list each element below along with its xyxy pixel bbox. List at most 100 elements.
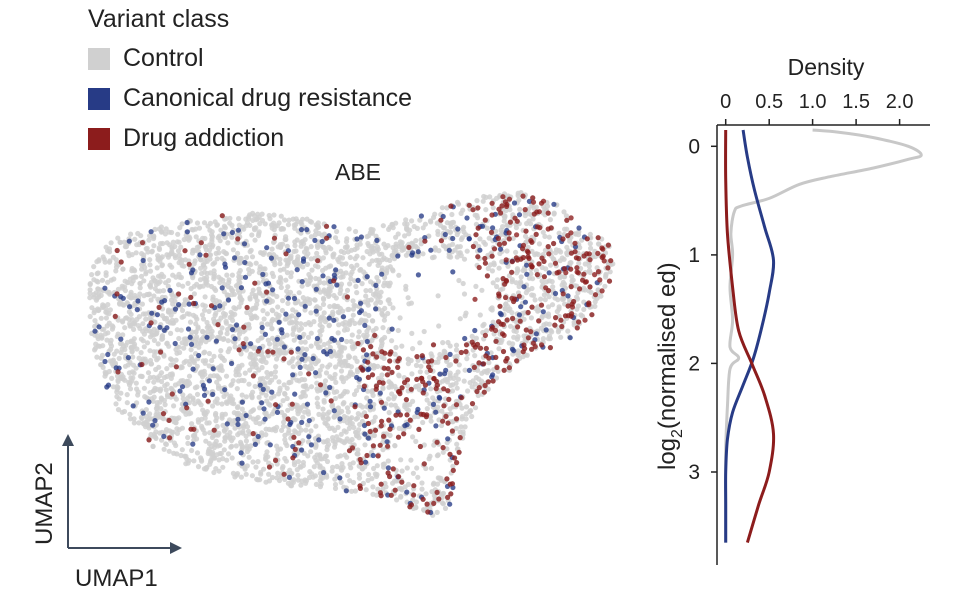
umap-point-control — [542, 233, 548, 239]
umap-point-control — [193, 314, 199, 320]
umap-point-control — [224, 457, 230, 463]
umap-point-control — [285, 300, 291, 306]
umap-points-layer — [87, 190, 616, 518]
umap-point-control — [177, 225, 183, 231]
umap-point-control — [428, 418, 434, 424]
umap-title: ABE — [335, 159, 381, 185]
umap-point-control — [363, 487, 369, 493]
umap-point-control — [457, 316, 463, 322]
umap-point-control — [330, 464, 336, 470]
umap-point-control — [131, 420, 137, 426]
umap-point-control — [588, 245, 594, 251]
umap-point-control — [179, 221, 185, 227]
legend-swatch-addiction — [88, 127, 110, 150]
umap-point-control — [202, 294, 208, 300]
umap-point-control — [488, 306, 494, 312]
umap-point-control — [462, 424, 468, 430]
umap-point-control — [513, 249, 519, 255]
umap-point-control — [338, 368, 345, 374]
umap-point-control — [141, 385, 147, 391]
umap-point-control — [176, 335, 182, 342]
umap-point-control — [275, 451, 281, 457]
density-ylabel-rest: (normalised ed) — [654, 262, 681, 429]
legend-item-addiction: Drug addiction — [88, 124, 284, 153]
umap-point-control — [250, 459, 256, 465]
umap-point-control — [316, 411, 322, 417]
umap-point-control — [98, 315, 104, 321]
density-ytick-label: 1 — [688, 244, 700, 267]
umap-point-control — [418, 363, 424, 369]
umap-point-control — [344, 338, 350, 345]
umap-point-control — [141, 344, 147, 350]
umap-point-control — [424, 397, 430, 403]
umap-point-control — [104, 337, 110, 343]
umap-point-control — [558, 334, 564, 340]
umap-point-control — [483, 207, 489, 213]
umap-point-control — [477, 312, 483, 318]
umap-point-control — [354, 262, 360, 268]
umap-point-control — [223, 215, 229, 222]
umap-point-control — [528, 315, 535, 321]
umap-point-control — [249, 473, 255, 479]
umap-point-control — [243, 438, 249, 444]
umap-point-control — [385, 458, 391, 464]
umap-point-control — [152, 226, 158, 232]
umap-point-control — [178, 327, 184, 333]
umap-point-control — [379, 372, 385, 378]
umap-point-control — [266, 471, 272, 477]
umap-point-control — [460, 280, 466, 287]
umap-point-control — [131, 370, 137, 376]
umap-point-control — [439, 422, 445, 429]
umap-point-control — [146, 237, 152, 243]
umap-point-control — [211, 353, 217, 359]
density-xtick-label: 1.0 — [799, 91, 827, 113]
addiction-density-line — [724, 129, 776, 544]
umap-point-control — [213, 466, 219, 472]
density-xlabel: Density — [788, 54, 865, 80]
umap-point-control — [298, 321, 304, 327]
umap-point-control — [332, 364, 339, 370]
umap-point-control — [345, 409, 351, 415]
umap-point-control — [539, 278, 545, 284]
umap-point-control — [141, 278, 147, 284]
umap-point-control — [462, 367, 468, 373]
umap-point-control — [290, 331, 296, 337]
umap-point-control — [277, 256, 283, 262]
umap-point-control — [106, 368, 112, 375]
umap-point-control — [500, 286, 506, 292]
umap-point-control — [311, 464, 317, 470]
umap-point-control — [314, 250, 320, 256]
density-ylabel-main: log — [654, 438, 681, 470]
density-xtick-label: 1.5 — [842, 91, 870, 113]
legend-title: Variant class — [88, 5, 230, 33]
legend-item-control: Control — [88, 44, 204, 73]
legend-item-canonical: Canonical drug resistance — [88, 84, 412, 113]
density-xtick-label: 2.0 — [886, 91, 914, 113]
umap-point-control — [305, 334, 311, 340]
umap-point-control — [556, 230, 562, 236]
umap-point-control — [220, 464, 226, 470]
density-ytick-label: 0 — [688, 135, 700, 158]
umap-point-control — [144, 340, 151, 346]
umap-point-control — [308, 330, 314, 336]
umap-point-control — [224, 331, 230, 337]
umap-point-control — [258, 471, 264, 477]
umap-point-control — [108, 240, 114, 246]
umap-point-control — [386, 410, 392, 416]
umap-point-control — [532, 297, 538, 303]
density-lines — [724, 128, 923, 544]
umap-point-control — [490, 280, 496, 286]
umap-point-control — [276, 220, 282, 226]
legend-label-control: Control — [123, 44, 204, 72]
umap-point-control — [224, 272, 230, 278]
density-ytick-label: 2 — [688, 352, 700, 375]
umap-point-control — [285, 407, 291, 413]
umap-point-control — [454, 441, 460, 447]
umap-point-control — [335, 405, 341, 411]
umap-point-control — [201, 307, 208, 313]
umap-point-control — [138, 273, 145, 279]
umap-point-control — [333, 379, 339, 385]
